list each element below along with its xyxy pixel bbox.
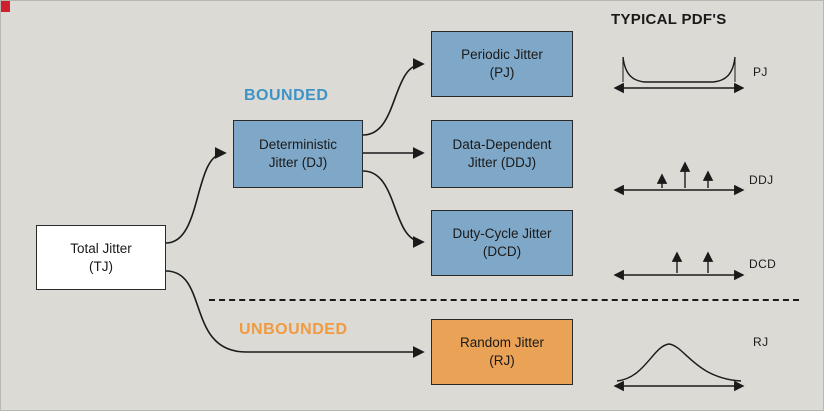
node-data-dependent-jitter: Data-Dependent Jitter (DDJ): [431, 120, 573, 188]
node-periodic-jitter-line1: Periodic Jitter: [461, 47, 543, 63]
connector-tj-dj: [165, 147, 227, 244]
node-periodic-jitter-line2: (PJ): [489, 65, 515, 80]
node-duty-cycle-jitter-line2: (DCD): [482, 244, 522, 259]
dcd-pdf-sketch: [613, 251, 745, 281]
rj-pdf-sketch: [613, 343, 745, 392]
node-deterministic-jitter-line1: Deterministic: [258, 137, 337, 153]
node-deterministic-jitter: Deterministic Jitter (DJ): [233, 120, 363, 188]
ddj-pdf-label: DDJ: [749, 173, 774, 187]
connector-dj-dcd: [362, 170, 425, 248]
node-deterministic-jitter-line2: Jitter (DJ): [268, 155, 328, 170]
node-random-jitter-line2: (RJ): [489, 353, 515, 368]
node-duty-cycle-jitter: Duty-Cycle Jitter (DCD): [431, 210, 573, 276]
connector-tj-rj: [165, 270, 425, 358]
node-total-jitter-line1: Total Jitter: [70, 240, 132, 256]
connector-dj-pj: [362, 58, 425, 136]
node-data-dependent-jitter-line1: Data-Dependent: [452, 137, 552, 153]
node-data-dependent-jitter-line2: Jitter (DDJ): [467, 155, 537, 170]
node-total-jitter: Total Jitter (TJ): [36, 225, 166, 290]
pj-pdf-sketch: [613, 56, 745, 94]
node-total-jitter-line2: (TJ): [89, 258, 113, 274]
typical-pdfs-title: TYPICAL PDF'S: [611, 11, 727, 28]
rj-pdf-label: RJ: [753, 335, 769, 349]
pj-pdf-label: PJ: [753, 65, 768, 79]
unbounded-group-label: UNBOUNDED: [239, 321, 348, 338]
node-periodic-jitter: Periodic Jitter (PJ): [431, 31, 573, 97]
dcd-pdf-label: DCD: [749, 257, 777, 271]
bounded-unbounded-divider: [209, 299, 799, 301]
node-duty-cycle-jitter-line1: Duty-Cycle Jitter: [452, 226, 552, 242]
bounded-group-label: BOUNDED: [244, 87, 329, 104]
page-corner-artifact: [1, 1, 10, 12]
node-random-jitter: Random Jitter (RJ): [431, 319, 573, 385]
ddj-pdf-sketch: [613, 161, 745, 196]
node-random-jitter-line1: Random Jitter: [459, 335, 545, 351]
